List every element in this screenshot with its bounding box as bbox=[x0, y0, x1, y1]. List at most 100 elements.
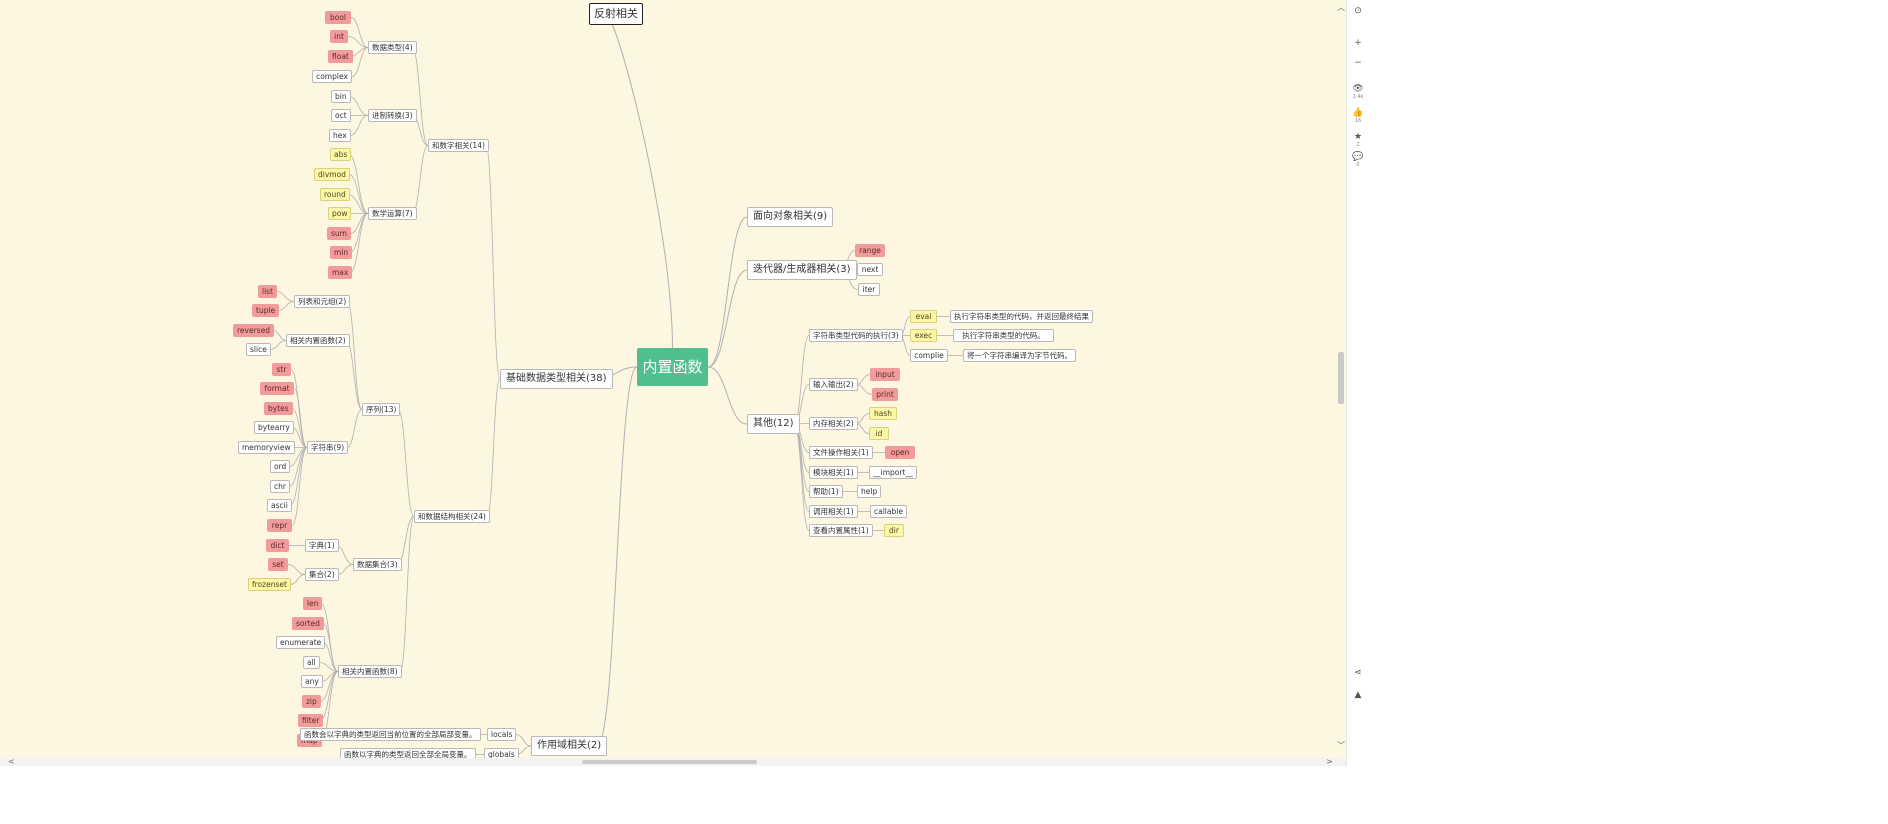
mindmap-node-p2[interactable]: exec bbox=[910, 329, 937, 342]
mindmap-node-p3[interactable]: complie bbox=[910, 349, 948, 362]
mindmap-node-o2[interactable]: 输入输出(2) bbox=[809, 378, 858, 391]
mindmap-node-l20[interactable]: format bbox=[260, 382, 294, 395]
mindmap-node-l15[interactable]: list bbox=[258, 285, 278, 298]
mindmap-node-o3[interactable]: 内存相关(2) bbox=[809, 417, 858, 430]
mindmap-node-l35[interactable]: any bbox=[301, 675, 323, 688]
mindmap-node-l23[interactable]: memoryview bbox=[238, 441, 295, 454]
mindmap-node-o6[interactable]: 帮助(1) bbox=[809, 485, 843, 498]
zoom-in-icon[interactable]: + bbox=[1347, 38, 1369, 48]
mindmap-node-q4[interactable]: id bbox=[869, 427, 889, 440]
mindmap-node-l17[interactable]: reversed bbox=[233, 324, 274, 337]
mindmap-node-l31[interactable]: len bbox=[303, 597, 323, 610]
thumbs-up-icon[interactable]: 👍16 bbox=[1347, 108, 1369, 124]
mindmap-node-l7[interactable]: hex bbox=[329, 129, 351, 142]
mindmap-node-l11[interactable]: pow bbox=[328, 207, 352, 220]
scroll-right-arrow-icon[interactable]: > bbox=[1326, 757, 1333, 766]
mindmap-node-l33[interactable]: enumerate bbox=[276, 636, 326, 649]
mindmap-node-l32[interactable]: sorted bbox=[292, 617, 324, 630]
mindmap-node-l2[interactable]: int bbox=[330, 30, 348, 43]
mindmap-node-l14[interactable]: max bbox=[328, 266, 353, 279]
mindmap-node-l18[interactable]: slice bbox=[246, 343, 271, 356]
mindmap-node-b5[interactable]: 其他(12) bbox=[747, 414, 800, 434]
vertical-scroll-thumb[interactable] bbox=[1338, 352, 1344, 404]
mindmap-node-n9[interactable]: 列表和元组(2) bbox=[294, 295, 351, 308]
scroll-left-arrow-icon[interactable]: < bbox=[8, 757, 15, 766]
mindmap-node-g1[interactable]: range bbox=[855, 244, 885, 257]
mindmap-node-p1[interactable]: eval bbox=[910, 310, 937, 323]
horizontal-scrollbar[interactable]: < > bbox=[0, 758, 1346, 766]
mindmap-node-n11[interactable]: 字符串(9) bbox=[307, 441, 349, 454]
mindmap-node-l22[interactable]: bytearry bbox=[254, 421, 294, 434]
mindmap-node-g3[interactable]: iter bbox=[858, 283, 880, 296]
mindmap-node-n10[interactable]: 相关内置函数(2) bbox=[286, 334, 350, 347]
mindmap-node-l25[interactable]: chr bbox=[270, 480, 290, 493]
mindmap-node-n3[interactable]: 数据类型(4) bbox=[368, 41, 417, 54]
root-node[interactable]: 内置函数 bbox=[637, 348, 708, 386]
mindmap-node-l1[interactable]: bool bbox=[325, 11, 351, 24]
mindmap-node-l13[interactable]: min bbox=[330, 246, 353, 259]
mindmap-node-l5[interactable]: bin bbox=[331, 90, 351, 103]
mindmap-node-l9[interactable]: divmod bbox=[314, 168, 350, 181]
mindmap-node-l28[interactable]: dict bbox=[266, 539, 289, 552]
mindmap-node-o5[interactable]: 模块相关(1) bbox=[809, 466, 858, 479]
mindmap-node-b4[interactable]: 迭代器/生成器相关(3) bbox=[747, 260, 857, 280]
mindmap-node-l8[interactable]: abs bbox=[330, 148, 352, 161]
mindmap-node-l26[interactable]: ascii bbox=[267, 499, 292, 512]
mindmap-node-d1[interactable]: 执行字符串类型的代码，并返回最终结果 bbox=[950, 310, 1093, 323]
mindmap-node-s2[interactable]: globals bbox=[484, 748, 519, 758]
mindmap-node-n1[interactable]: 和数字相关(14) bbox=[428, 139, 489, 152]
mindmap-node-q8[interactable]: callable bbox=[870, 505, 907, 518]
eye-icon[interactable]: 👁1.4k bbox=[1347, 84, 1369, 100]
mindmap-node-l34[interactable]: all bbox=[303, 656, 320, 669]
mindmap-node-q3[interactable]: hash bbox=[869, 407, 897, 420]
mindmap-node-q9[interactable]: dir bbox=[884, 524, 904, 537]
mindmap-node-n2[interactable]: 和数据结构相关(24) bbox=[414, 510, 490, 523]
mindmap-node-n8[interactable]: 相关内置函数(8) bbox=[338, 665, 402, 678]
vertical-scrollbar[interactable]: ︿ ﹀ bbox=[1336, 0, 1346, 758]
mindmap-node-o4[interactable]: 文件操作相关(1) bbox=[809, 446, 873, 459]
mindmap-node-d3[interactable]: 将一个字符串编译为字节代码。 bbox=[963, 349, 1076, 362]
mindmap-node-l30[interactable]: frozenset bbox=[248, 578, 291, 591]
comment-icon[interactable]: 💬0 bbox=[1347, 152, 1369, 168]
mindmap-node-o8[interactable]: 查看内置属性(1) bbox=[809, 524, 873, 537]
mindmap-node-l16[interactable]: tuple bbox=[252, 304, 280, 317]
mindmap-node-q1[interactable]: input bbox=[870, 368, 900, 381]
mindmap-canvas[interactable]: 内置函数 反射相关基础数据类型相关(38) 作用域相关(2) 面向对象相关(9) 迭代器… bbox=[0, 0, 1346, 758]
mindmap-node-n12[interactable]: 字典(1) bbox=[305, 539, 339, 552]
mindmap-node-g2[interactable]: next bbox=[857, 263, 883, 276]
mindmap-node-l24[interactable]: ord bbox=[270, 460, 291, 473]
mindmap-node-s4[interactable]: 函数以字典的类型返回全部全局变量。 bbox=[340, 748, 476, 758]
mindmap-node-l27[interactable]: repr bbox=[267, 519, 292, 532]
mindmap-node-t1[interactable]: 反射相关 bbox=[589, 3, 643, 25]
mindmap-node-l19[interactable]: str bbox=[272, 363, 291, 376]
mindmap-node-b2[interactable]: 作用域相关(2) bbox=[531, 736, 608, 756]
zoom-out-icon[interactable]: − bbox=[1347, 58, 1369, 68]
mindmap-node-d2[interactable]: 执行字符串类型的代码。 bbox=[953, 329, 1054, 342]
mindmap-node-l6[interactable]: oct bbox=[331, 109, 351, 122]
mindmap-node-n13[interactable]: 集合(2) bbox=[305, 568, 339, 581]
mindmap-node-b1[interactable]: 基础数据类型相关(38) bbox=[500, 369, 613, 389]
warning-icon[interactable]: ▲ bbox=[1347, 690, 1369, 700]
mindmap-node-l3[interactable]: float bbox=[328, 50, 353, 63]
target-icon[interactable]: ⊙ bbox=[1347, 6, 1369, 16]
horizontal-scroll-thumb[interactable] bbox=[582, 760, 757, 764]
scroll-down-arrow-icon[interactable]: ﹀ bbox=[1337, 741, 1345, 750]
mindmap-node-q2[interactable]: print bbox=[872, 388, 898, 401]
mindmap-node-l21[interactable]: bytes bbox=[264, 402, 293, 415]
share-icon[interactable]: ⋖ bbox=[1347, 668, 1369, 678]
mindmap-node-q7[interactable]: help bbox=[857, 485, 882, 498]
scroll-up-arrow-icon[interactable]: ︿ bbox=[1337, 3, 1345, 12]
mindmap-node-s3[interactable]: 函数会以字典的类型返回当前位置的全部局部变量。 bbox=[300, 728, 481, 741]
star-icon[interactable]: ★2 bbox=[1347, 132, 1369, 148]
mindmap-node-q5[interactable]: open bbox=[885, 446, 915, 459]
mindmap-node-n7[interactable]: 数据集合(3) bbox=[353, 558, 402, 571]
mindmap-node-l36[interactable]: zip bbox=[302, 695, 321, 708]
mindmap-node-l10[interactable]: round bbox=[320, 188, 350, 201]
mindmap-node-n4[interactable]: 进制转换(3) bbox=[368, 109, 417, 122]
mindmap-node-o7[interactable]: 调用相关(1) bbox=[809, 505, 858, 518]
mindmap-node-l29[interactable]: set bbox=[268, 558, 288, 571]
mindmap-node-b3[interactable]: 面向对象相关(9) bbox=[747, 207, 834, 227]
mindmap-node-l12[interactable]: sum bbox=[327, 227, 351, 240]
mindmap-node-q6[interactable]: __import__ bbox=[869, 466, 917, 479]
mindmap-node-s1[interactable]: locals bbox=[487, 728, 517, 741]
